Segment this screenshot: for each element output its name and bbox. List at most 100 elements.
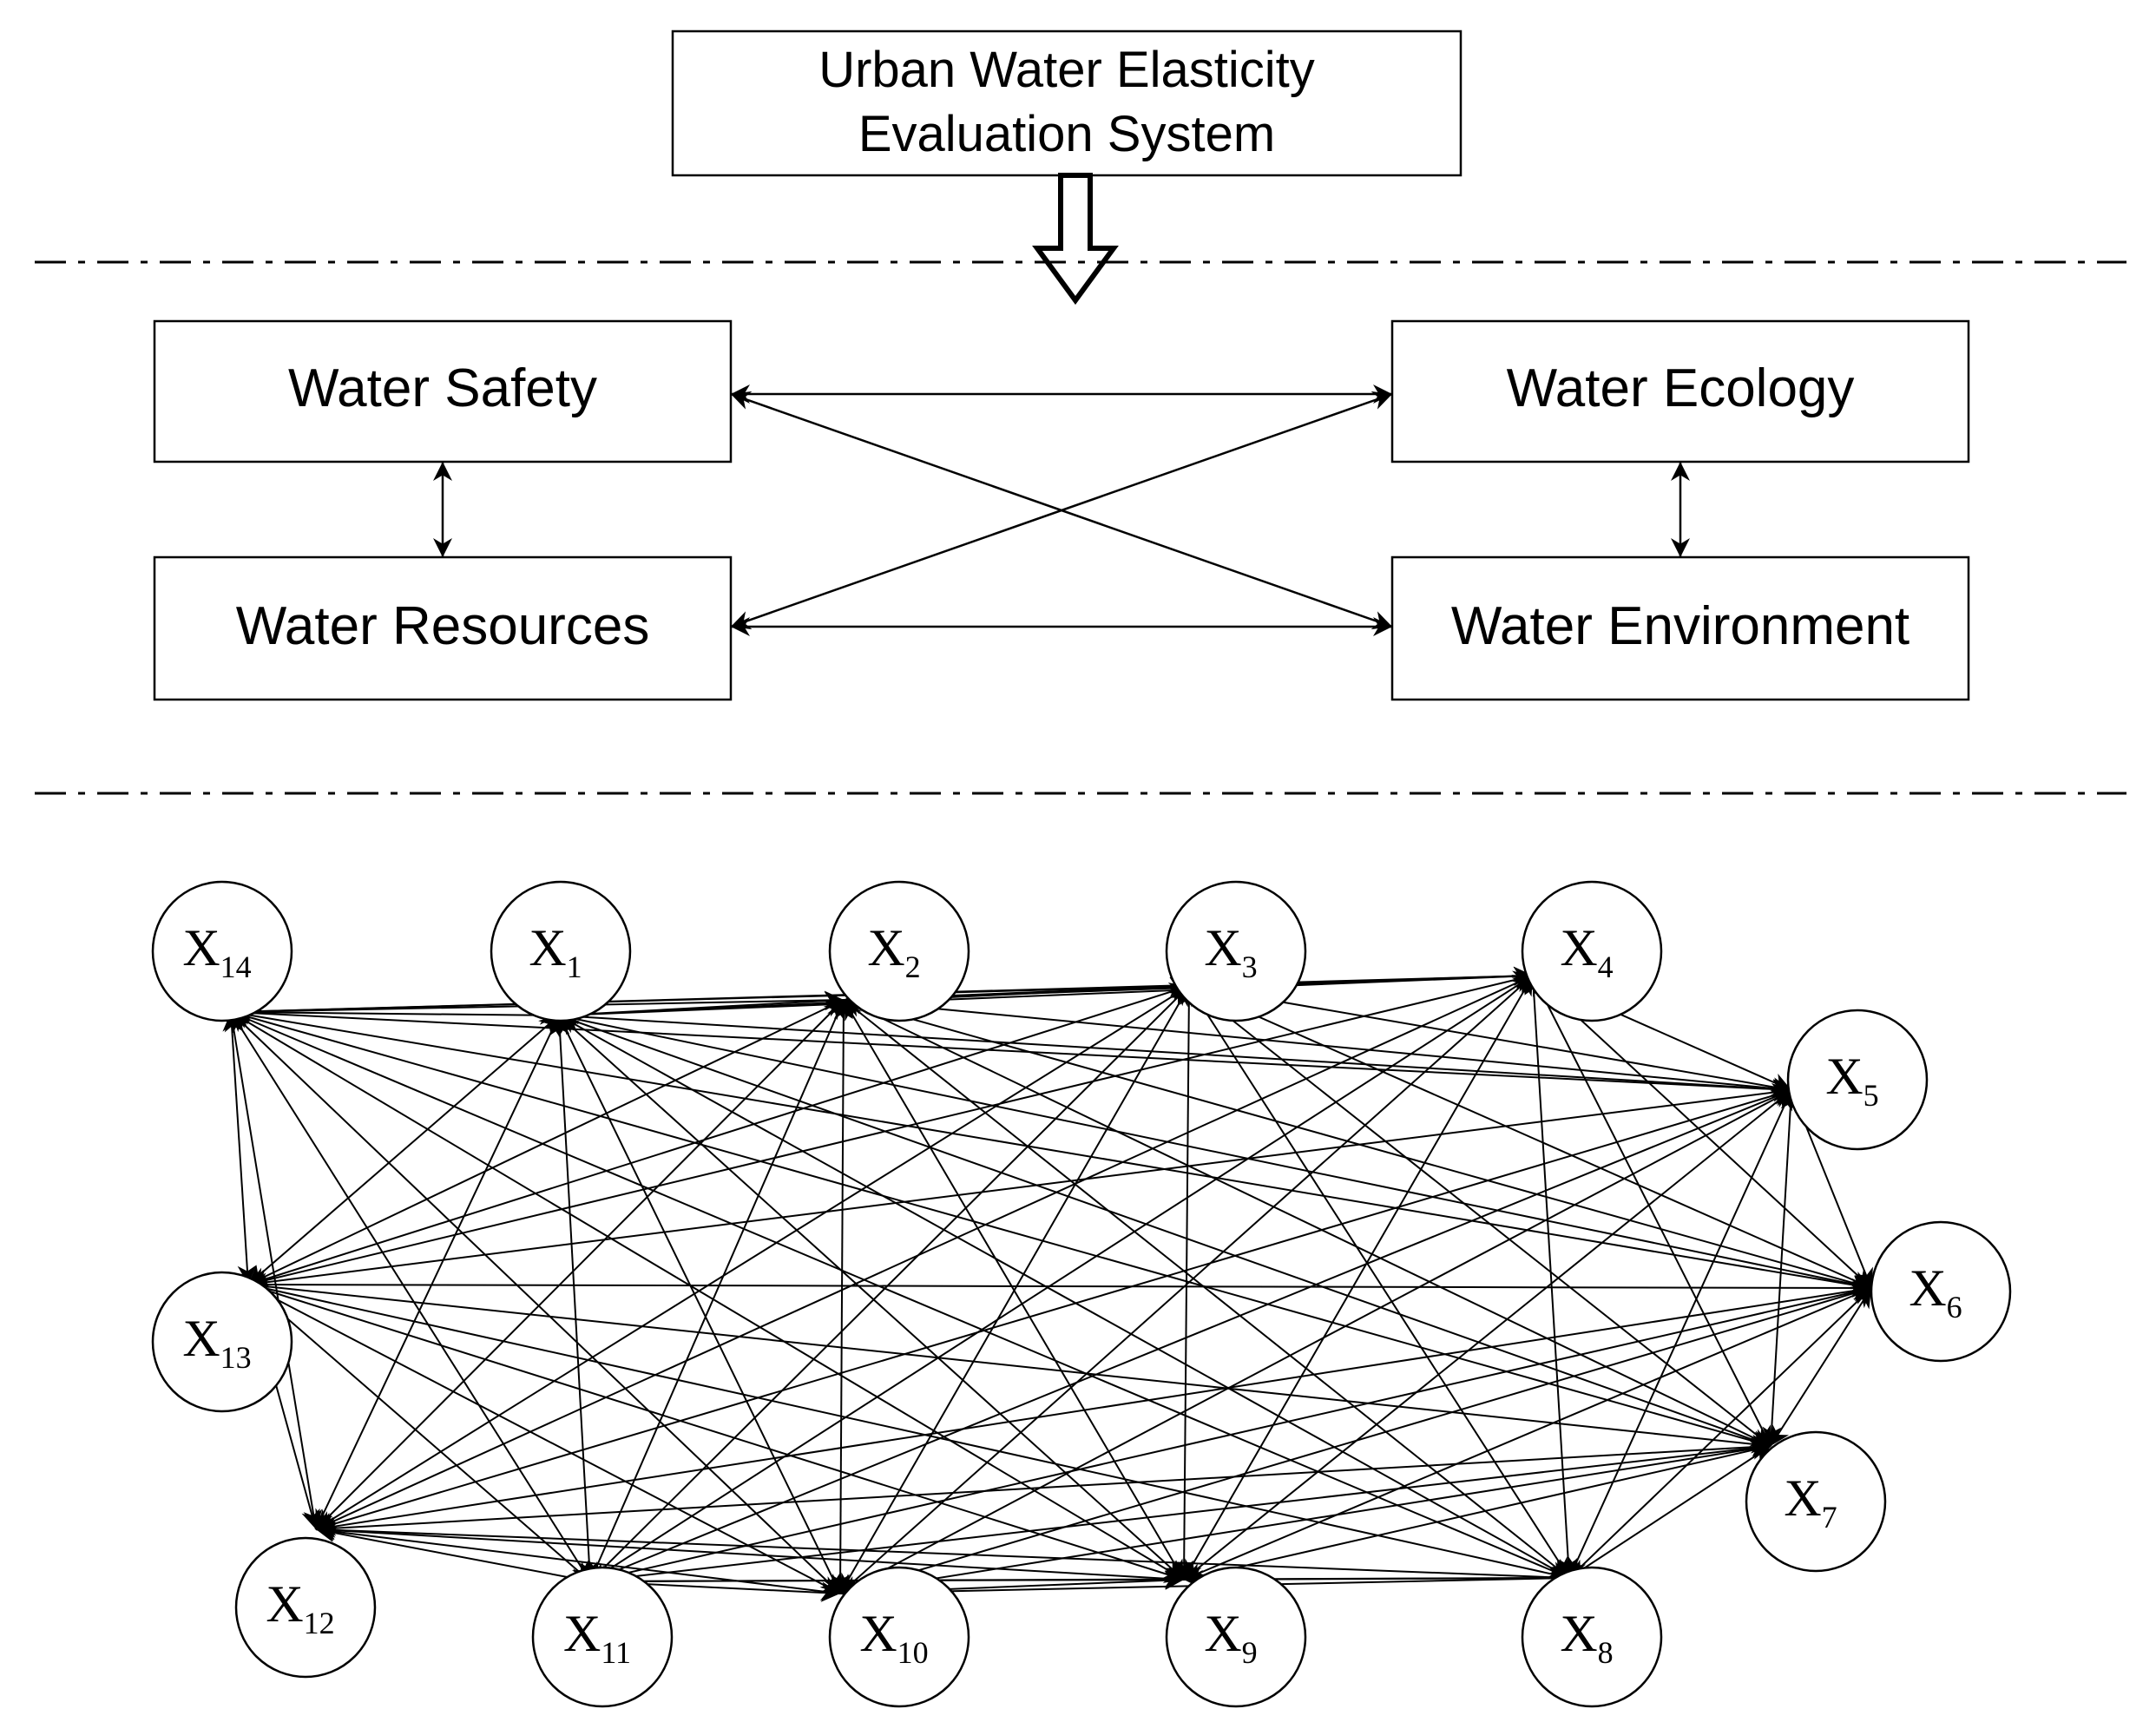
edge-x5-x13 xyxy=(247,1082,1792,1292)
indicator-label-subscript: 4 xyxy=(1598,950,1614,984)
indicator-label-base: X xyxy=(1560,919,1597,976)
indicator-label-base: X xyxy=(182,1310,220,1367)
edge-x3-x12 xyxy=(315,985,1190,1530)
indicator-label-base: X xyxy=(563,1605,601,1662)
indicator-circle-x10 xyxy=(828,1566,970,1708)
indicator-label-base: X xyxy=(266,1575,303,1633)
subsystem-relations xyxy=(433,384,1690,636)
indicator-node-x9: X9 xyxy=(1165,1566,1307,1708)
edge-x2-x10 xyxy=(831,999,853,1594)
indicator-label-base: X xyxy=(1909,1259,1946,1317)
indicator-circle-x14 xyxy=(151,880,293,1022)
indicator-label-x4: X4 xyxy=(1560,919,1613,984)
indicator-label-subscript: 3 xyxy=(1242,950,1258,984)
relation-resources-ecology xyxy=(730,391,1393,630)
indicator-circle-x3 xyxy=(1165,880,1307,1022)
indicator-circle-x4 xyxy=(1521,880,1663,1022)
indicator-label-base: X xyxy=(1825,1048,1863,1105)
indicator-circle-x5 xyxy=(1786,1009,1929,1151)
edge-x4-x7 xyxy=(1532,975,1771,1447)
indicator-label-base: X xyxy=(859,1605,897,1662)
label-water-safety: Water Safety xyxy=(288,358,597,418)
label-water-ecology: Water Ecology xyxy=(1507,358,1855,418)
indicator-node-x5: X5 xyxy=(1786,1009,1929,1151)
indicator-label-x5: X5 xyxy=(1825,1048,1878,1113)
indicator-label-subscript: 1 xyxy=(567,950,582,984)
indicator-label-x7: X7 xyxy=(1784,1469,1837,1535)
indicator-circle-x11 xyxy=(531,1566,674,1708)
system-title-line-2: Evaluation System xyxy=(858,106,1275,162)
indicator-label-base: X xyxy=(1204,1605,1241,1662)
indicator-label-x3: X3 xyxy=(1204,919,1257,984)
indicator-node-x6: X6 xyxy=(1870,1220,2012,1363)
edge-x2-x8 xyxy=(843,999,1570,1579)
indicator-circle-x6 xyxy=(1870,1220,2012,1363)
indicator-label-base: X xyxy=(529,919,566,976)
indicator-node-x13: X13 xyxy=(151,1271,293,1413)
indicator-label-x11: X11 xyxy=(563,1605,631,1670)
box-water-environment: Water Environment xyxy=(1390,555,1970,701)
indicator-label-subscript: 12 xyxy=(304,1606,335,1640)
indicator-node-x7: X7 xyxy=(1745,1430,1887,1573)
label-water-environment: Water Environment xyxy=(1451,596,1910,656)
edge-x3-x13 xyxy=(247,983,1190,1288)
indicator-label-x14: X14 xyxy=(182,919,251,984)
indicator-node-x2: X2 xyxy=(828,880,970,1022)
box-water-ecology: Water Ecology xyxy=(1390,319,1970,463)
indicator-node-x11: X11 xyxy=(531,1566,674,1708)
indicator-label-base: X xyxy=(1784,1469,1821,1527)
edge-x6-x7 xyxy=(1770,1287,1872,1447)
indicator-label-base: X xyxy=(867,919,904,976)
indicator-label-x2: X2 xyxy=(867,919,920,984)
indicator-label-subscript: 13 xyxy=(220,1340,252,1375)
edge-x3-x10 xyxy=(839,985,1190,1594)
edge-x1-x13 xyxy=(247,1015,560,1285)
indicator-label-base: X xyxy=(182,919,220,976)
indicator-label-base: X xyxy=(1204,919,1241,976)
edge-x3-x11 xyxy=(589,985,1190,1582)
edge-x1-x11 xyxy=(550,1015,599,1582)
edge-x7-x12 xyxy=(315,1437,1771,1538)
indicator-label-x10: X10 xyxy=(859,1605,928,1670)
edge-x1-x5 xyxy=(558,1007,1792,1099)
indicator-label-subscript: 8 xyxy=(1598,1635,1614,1670)
indicator-label-subscript: 9 xyxy=(1242,1635,1258,1670)
edge-x9-x13 xyxy=(247,1281,1185,1583)
indicator-label-subscript: 2 xyxy=(905,950,921,984)
indicator-label-x12: X12 xyxy=(266,1575,334,1640)
hollow-down-arrow-icon xyxy=(1032,173,1119,306)
indicator-label-x13: X13 xyxy=(182,1310,251,1375)
indicator-node-x8: X8 xyxy=(1521,1566,1663,1708)
box-water-safety: Water Safety xyxy=(153,319,733,463)
indicator-circle-x8 xyxy=(1521,1566,1663,1708)
system-title-line-1: Urban Water Elasticity xyxy=(818,42,1315,98)
indicator-label-subscript: 7 xyxy=(1822,1500,1837,1535)
indicator-circle-x2 xyxy=(828,880,970,1022)
edge-x4-x8 xyxy=(1524,975,1578,1579)
edge-x1-x12 xyxy=(315,1015,560,1530)
indicator-label-x1: X1 xyxy=(529,919,582,984)
indicator-node-x4: X4 xyxy=(1521,880,1663,1022)
indicator-label-subscript: 6 xyxy=(1947,1290,1962,1324)
indicator-circle-x1 xyxy=(490,880,632,1022)
indicator-label-x6: X6 xyxy=(1909,1259,1962,1324)
indicator-node-x10: X10 xyxy=(828,1566,970,1708)
indicator-node-x14: X14 xyxy=(151,880,293,1022)
indicator-circle-x9 xyxy=(1165,1566,1307,1708)
indicator-node-x3: X3 xyxy=(1165,880,1307,1022)
indicator-circle-x7 xyxy=(1745,1430,1887,1573)
indicator-circle-x13 xyxy=(151,1271,293,1413)
indicator-label-x9: X9 xyxy=(1204,1605,1257,1670)
indicator-label-subscript: 14 xyxy=(220,950,252,984)
indicator-node-x1: X1 xyxy=(490,880,632,1022)
indicator-circle-x12 xyxy=(234,1536,377,1679)
system-title-box: Urban Water Elasticity Evaluation System xyxy=(671,30,1463,177)
indicator-label-x8: X8 xyxy=(1560,1605,1613,1670)
indicator-label-subscript: 10 xyxy=(897,1635,929,1670)
indicator-edges xyxy=(222,966,1873,1603)
label-water-resources: Water Resources xyxy=(236,596,650,656)
edge-x13-x14 xyxy=(222,1011,257,1285)
edge-x3-x6 xyxy=(1188,984,1872,1290)
